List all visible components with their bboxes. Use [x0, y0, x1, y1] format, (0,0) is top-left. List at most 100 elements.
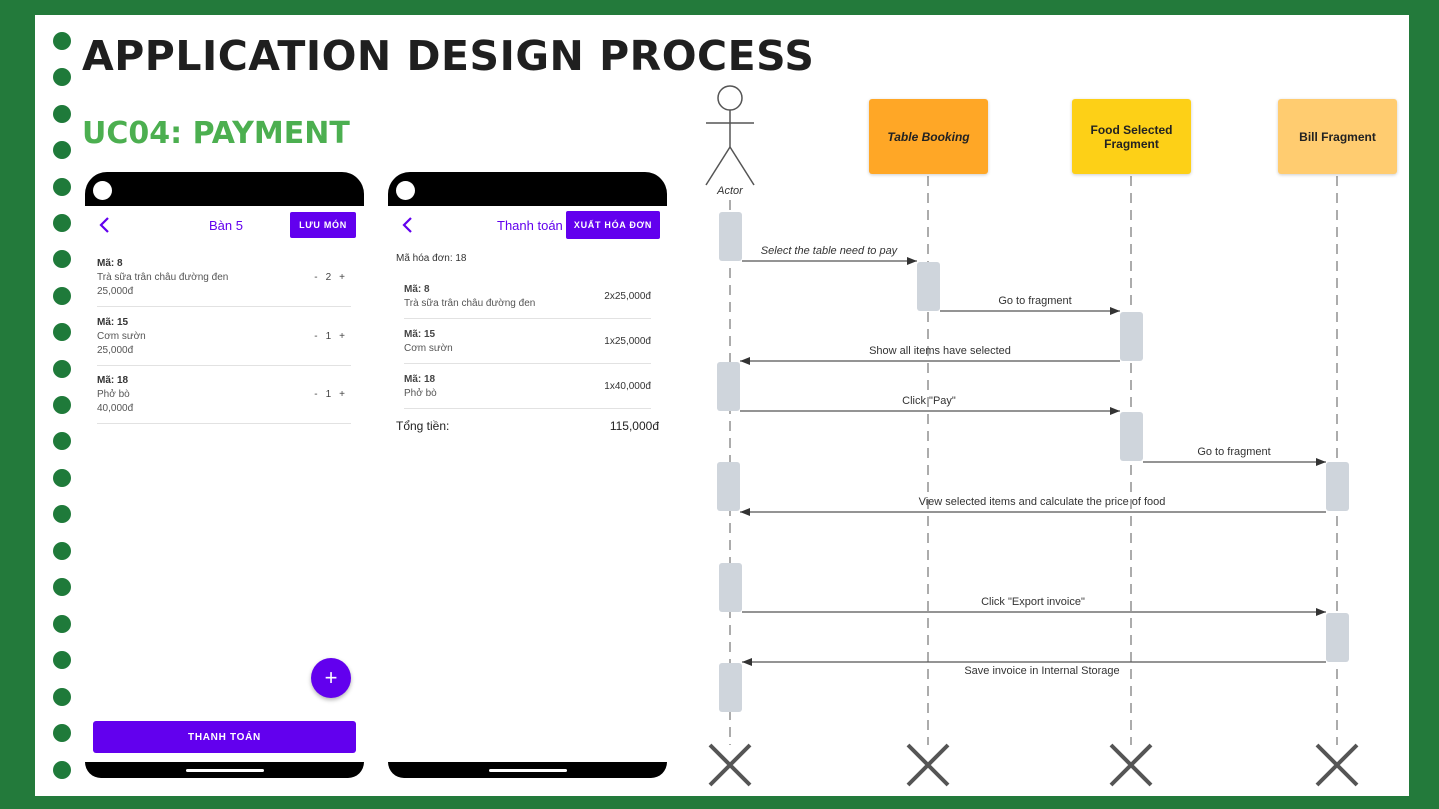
list-item[interactable]: Mã: 18 Phở bò 40,000đ - 1 +	[97, 375, 351, 424]
activation-bar	[719, 663, 742, 712]
phone-order-screen: Bàn 5 LƯU MÓN Mã: 8 Trà sữa trân châu đư…	[85, 172, 364, 778]
activation-bar	[917, 262, 940, 311]
binder-dot	[53, 761, 71, 779]
item-amount: 2x25,000đ	[604, 291, 651, 302]
binder-dot	[53, 396, 71, 414]
quantity-stepper: - 1 +	[314, 389, 345, 400]
list-item[interactable]: Mã: 8 Trà sữa trân châu đường đen 25,000…	[97, 258, 351, 307]
chevron-left-icon[interactable]	[400, 216, 416, 234]
activation-bar	[1326, 613, 1349, 662]
table-row: Mã: 15 Cơm sườn 1x25,000đ	[404, 329, 651, 364]
item-name: Phở bò	[97, 389, 130, 400]
home-indicator[interactable]	[488, 769, 567, 772]
total-value: 115,000đ	[609, 419, 659, 433]
status-bar	[85, 172, 364, 206]
item-price: 25,000đ	[97, 345, 134, 356]
item-name: Cơm sườn	[404, 343, 453, 354]
quantity-stepper: - 2 +	[314, 272, 345, 283]
page-title: Bàn 5	[209, 218, 243, 233]
binder-dot	[53, 178, 71, 196]
save-dishes-button[interactable]: LƯU MÓN	[290, 212, 356, 238]
increment-button[interactable]: +	[339, 389, 345, 400]
item-name: Cơm sườn	[97, 331, 146, 342]
decrement-button[interactable]: -	[314, 331, 318, 342]
chevron-left-icon[interactable]	[97, 216, 113, 234]
phone-bill-screen: Thanh toán XUẤT HÓA ĐƠN Mã hóa đơn: 18 M…	[388, 172, 667, 778]
table-row: Mã: 8 Trà sữa trân châu đường đen 2x25,0…	[404, 284, 651, 319]
decrement-button[interactable]: -	[314, 272, 318, 283]
arrowhead	[740, 508, 750, 516]
actor-figure	[705, 85, 755, 186]
binder-dot	[53, 578, 71, 596]
binder-dot	[53, 323, 71, 341]
activation-bar	[1120, 412, 1143, 461]
nav-bar	[388, 762, 667, 778]
message-label: Show all items have selected	[869, 345, 1011, 357]
activation-bar	[1326, 462, 1349, 511]
slide-title: APPLICATION DESIGN PROCESS	[82, 32, 815, 80]
arrowhead	[1316, 608, 1326, 616]
item-amount: 1x40,000đ	[604, 381, 651, 392]
export-invoice-button[interactable]: XUẤT HÓA ĐƠN	[566, 211, 660, 239]
activation-bar	[717, 462, 740, 511]
binder-dot	[53, 724, 71, 742]
nav-bar	[85, 762, 364, 778]
close-icon	[1109, 743, 1153, 787]
message-label: Click "Pay"	[902, 395, 956, 407]
message-label: Click "Export invoice"	[981, 596, 1085, 608]
arrowhead	[1110, 407, 1120, 415]
camera-icon	[93, 181, 112, 200]
camera-icon	[396, 181, 415, 200]
activation-bar	[719, 212, 742, 261]
binder-dot	[53, 542, 71, 560]
message-label: View selected items and calculate the pr…	[918, 496, 1166, 508]
decrement-button[interactable]: -	[314, 389, 318, 400]
home-indicator[interactable]	[185, 769, 264, 772]
table-row: Mã: 18 Phở bò 1x40,000đ	[404, 374, 651, 409]
item-code: Mã: 15	[404, 329, 436, 340]
add-fab-button[interactable]: +	[311, 658, 351, 698]
item-code: Mã: 8	[97, 258, 123, 269]
increment-button[interactable]: +	[339, 272, 345, 283]
item-name: Phở bò	[404, 388, 437, 399]
quantity-value: 2	[325, 272, 332, 283]
arrowhead	[742, 658, 752, 666]
item-amount: 1x25,000đ	[604, 336, 651, 347]
item-code: Mã: 15	[97, 317, 129, 328]
participant-table-booking: Table Booking	[869, 99, 988, 174]
binder-dot	[53, 141, 71, 159]
pay-button[interactable]: THANH TOÁN	[93, 721, 356, 753]
binder-dot	[53, 360, 71, 378]
message-label: Go to fragment	[998, 295, 1072, 307]
slide-subtitle: UC04: PAYMENT	[82, 116, 350, 151]
binder-dot	[53, 214, 71, 232]
binder-dot	[53, 432, 71, 450]
item-code: Mã: 8	[404, 284, 430, 295]
arrowhead	[1110, 307, 1120, 315]
total-label: Tổng tiền:	[396, 419, 450, 433]
quantity-value: 1	[325, 389, 332, 400]
message-arrows	[740, 260, 1326, 663]
item-code: Mã: 18	[404, 374, 436, 385]
quantity-stepper: - 1 +	[314, 331, 345, 342]
actor-label: Actor	[716, 185, 744, 197]
item-name: Trà sữa trân châu đường đen	[97, 272, 229, 283]
message-label: Go to fragment	[1197, 446, 1271, 458]
close-icon	[1315, 743, 1359, 787]
item-price: 25,000đ	[97, 286, 134, 297]
item-code: Mã: 18	[97, 375, 129, 386]
binder-dot	[53, 469, 71, 487]
list-item[interactable]: Mã: 15 Cơm sườn 25,000đ - 1 +	[97, 317, 351, 366]
activation-bars	[717, 212, 1349, 712]
invoice-id: Mã hóa đơn: 18	[396, 253, 467, 264]
arrowhead	[1316, 458, 1326, 466]
binder-dot	[53, 505, 71, 523]
binder-dot	[53, 688, 71, 706]
close-icon	[906, 743, 950, 787]
binder-dot	[53, 250, 71, 268]
quantity-value: 1	[325, 331, 332, 342]
increment-button[interactable]: +	[339, 331, 345, 342]
binder-dot	[53, 68, 71, 86]
binder-dot	[53, 615, 71, 633]
